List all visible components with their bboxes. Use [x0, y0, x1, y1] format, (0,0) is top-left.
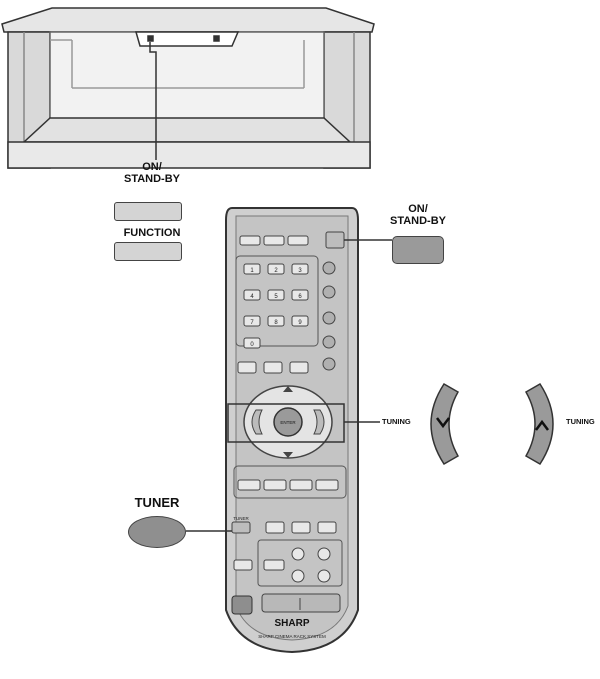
- remote-key-low-2: [263, 559, 285, 571]
- remote-arrow-up-icon: [283, 386, 293, 392]
- remote-digit-label: 1: [250, 268, 254, 274]
- remote-digit-label: 0: [250, 342, 254, 348]
- remote-footer: SHARP CINEMA RACK SYSTEM: [258, 634, 326, 639]
- tuning-down-button: [430, 382, 460, 466]
- remote-key-enter-label: ENTER: [280, 420, 296, 425]
- unit-shelf: [22, 117, 352, 143]
- remote-tuner-button: [128, 516, 186, 548]
- unit-top-slab: [1, 7, 375, 33]
- label-tuner: TUNER: [134, 495, 180, 510]
- remote-key-mid-1: [237, 361, 257, 374]
- remote-key-tuning-down: [251, 409, 263, 435]
- remote-key-low-4: [317, 547, 331, 561]
- remote-digit-key: [267, 315, 285, 327]
- remote-digit-key: [291, 289, 309, 301]
- remote-key-sound-3: [289, 479, 313, 491]
- remote-key-tuner-label: TUNER: [233, 516, 249, 521]
- remote-sound-frame: [233, 465, 347, 499]
- unit-on-standby-key: [147, 35, 154, 42]
- label-tuning-left: TUNING: [382, 417, 411, 426]
- chevron-up-icon: [535, 419, 549, 431]
- remote-digit-key: [291, 315, 309, 327]
- remote-key-mid-2: [263, 361, 283, 374]
- remote-key-side-5: [322, 357, 336, 371]
- tuning-up-button: [524, 382, 554, 466]
- unit-function-key: [213, 35, 220, 42]
- remote-key-low-6: [317, 569, 331, 583]
- remote-digit-label: 9: [298, 320, 302, 326]
- remote-digit-key: [243, 337, 261, 349]
- remote-digit-label: 7: [250, 320, 254, 326]
- remote-digit-label: 3: [298, 268, 302, 274]
- remote-key-top-1: [239, 235, 261, 246]
- remote-key-tuning-up: [313, 409, 325, 435]
- label-on-standby-unit: ON/ STAND-BY: [123, 161, 180, 185]
- unit-front-panel: [135, 31, 240, 47]
- remote-keypad-frame: [235, 255, 319, 347]
- remote-digit-key: [267, 263, 285, 275]
- remote-digit-label: 6: [298, 294, 302, 300]
- remote-key-tuner: [231, 521, 251, 534]
- remote-key-low-5: [291, 569, 305, 583]
- chevron-down-icon: [436, 417, 450, 429]
- remote-key-tv-2: [291, 521, 311, 534]
- remote-tv-frame: [257, 539, 343, 587]
- remote-volume-bar: [261, 593, 341, 613]
- label-function: FUNCTION: [123, 227, 181, 239]
- remote-digit-keys: 1 2 3 4 5 6 7 8 9 0: [243, 263, 309, 349]
- remote-key-top-2: [263, 235, 285, 246]
- remote-brand: SHARP: [274, 618, 309, 629]
- remote-tuning-highlight: [227, 403, 345, 443]
- remote-digit-label: 5: [274, 294, 278, 300]
- remote-key-low-3: [291, 547, 305, 561]
- remote-key-top-3: [287, 235, 309, 246]
- remote-digit-label: 2: [274, 268, 278, 274]
- remote-key-enter: [273, 407, 303, 437]
- remote-on-standby-button: [392, 236, 444, 264]
- remote-key-side-2: [322, 285, 336, 299]
- remote-digit-key: [243, 315, 261, 327]
- remote-key-sound-1: [237, 479, 261, 491]
- remote-digit-key: [243, 289, 261, 301]
- unit-function-button: [114, 242, 182, 261]
- remote-digit-label: 8: [274, 320, 278, 326]
- remote-digit-key: [291, 263, 309, 275]
- remote-key-side-3: [322, 311, 336, 325]
- remote-key-side-1: [322, 261, 336, 275]
- remote-key-power-tv: [231, 595, 253, 615]
- unit-base: [7, 141, 371, 169]
- label-on-standby-remote: ON/ STAND-BY: [389, 203, 446, 227]
- remote-key-tv-1: [265, 521, 285, 534]
- main-unit: [1, 7, 375, 169]
- remote-digit-key: [243, 263, 261, 275]
- remote-arrow-down-icon: [283, 452, 293, 458]
- remote-digit-key: [267, 289, 285, 301]
- remote-key-sound-2: [263, 479, 287, 491]
- unit-on-standby-button: [114, 202, 182, 221]
- remote-key-low-1: [233, 559, 253, 571]
- remote-key-on-standby: [325, 231, 345, 249]
- remote-key-tv-3: [317, 521, 337, 534]
- remote-key-mid-3: [289, 361, 309, 374]
- leader-unit-standby: [149, 42, 157, 160]
- remote-control: 1 2 3 4 5 6 7 8 9 0: [225, 207, 359, 654]
- label-tuning-right: TUNING: [566, 417, 595, 426]
- remote-key-side-4: [322, 335, 336, 349]
- remote-key-sound-4: [315, 479, 339, 491]
- remote-digit-label: 4: [250, 294, 254, 300]
